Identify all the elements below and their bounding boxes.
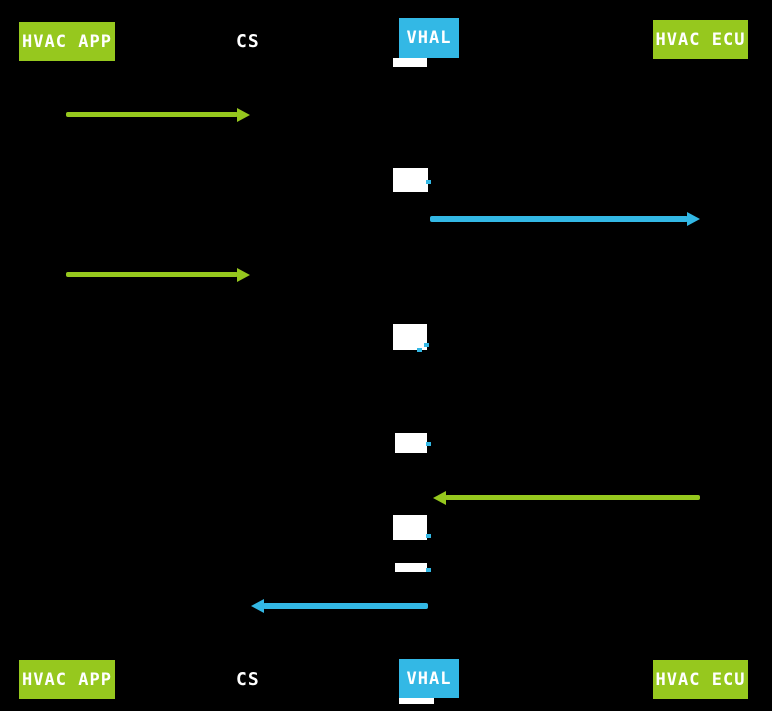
self-arrow-tick-icon — [424, 343, 429, 347]
actor-label-hvac-ecu-top: HVAC ECU — [655, 29, 746, 50]
actor-label-hvac-ecu-bottom: HVAC ECU — [655, 669, 746, 690]
actor-label-cs-top: CS — [236, 31, 260, 52]
actor-label-vhal-top: VHAL — [406, 28, 452, 48]
self-arrow-tick-icon — [426, 442, 431, 446]
self-arrow-tick-icon — [426, 568, 431, 572]
message-arrow-vhal-to-ecu — [430, 216, 688, 222]
self-arrow-tick-icon — [426, 534, 431, 538]
message-arrow-vhal-to-cs — [263, 603, 428, 609]
actor-box-hvac-ecu-bottom: HVAC ECU — [653, 660, 748, 699]
actor-box-vhal-top: VHAL — [399, 18, 459, 58]
activation-box-4 — [395, 433, 427, 453]
message-arrow-app-to-cs-1 — [66, 112, 238, 117]
activation-box-6 — [395, 563, 427, 572]
actor-box-hvac-ecu-top: HVAC ECU — [653, 20, 748, 59]
actor-label-cs-bottom: CS — [236, 669, 260, 690]
self-arrow-tick-icon — [426, 180, 431, 184]
actor-label-vhal-bottom: VHAL — [406, 668, 452, 689]
self-arrow-tick-icon — [417, 348, 422, 352]
activation-box-7 — [399, 697, 434, 704]
message-arrow-ecu-to-vhal — [445, 495, 700, 500]
actor-box-vhal-bottom: VHAL — [399, 659, 459, 698]
actor-box-hvac-app-bottom: HVAC APP — [19, 660, 115, 699]
message-arrow-app-to-cs-2 — [66, 272, 238, 277]
actor-box-hvac-app-top: HVAC APP — [19, 22, 115, 61]
activation-box-5 — [393, 515, 427, 540]
actor-label-hvac-app-bottom: HVAC APP — [22, 669, 112, 690]
actor-label-hvac-app-top: HVAC APP — [22, 31, 112, 52]
activation-box-3 — [393, 324, 427, 350]
activation-box-1 — [393, 58, 427, 67]
activation-box-2 — [393, 168, 428, 192]
